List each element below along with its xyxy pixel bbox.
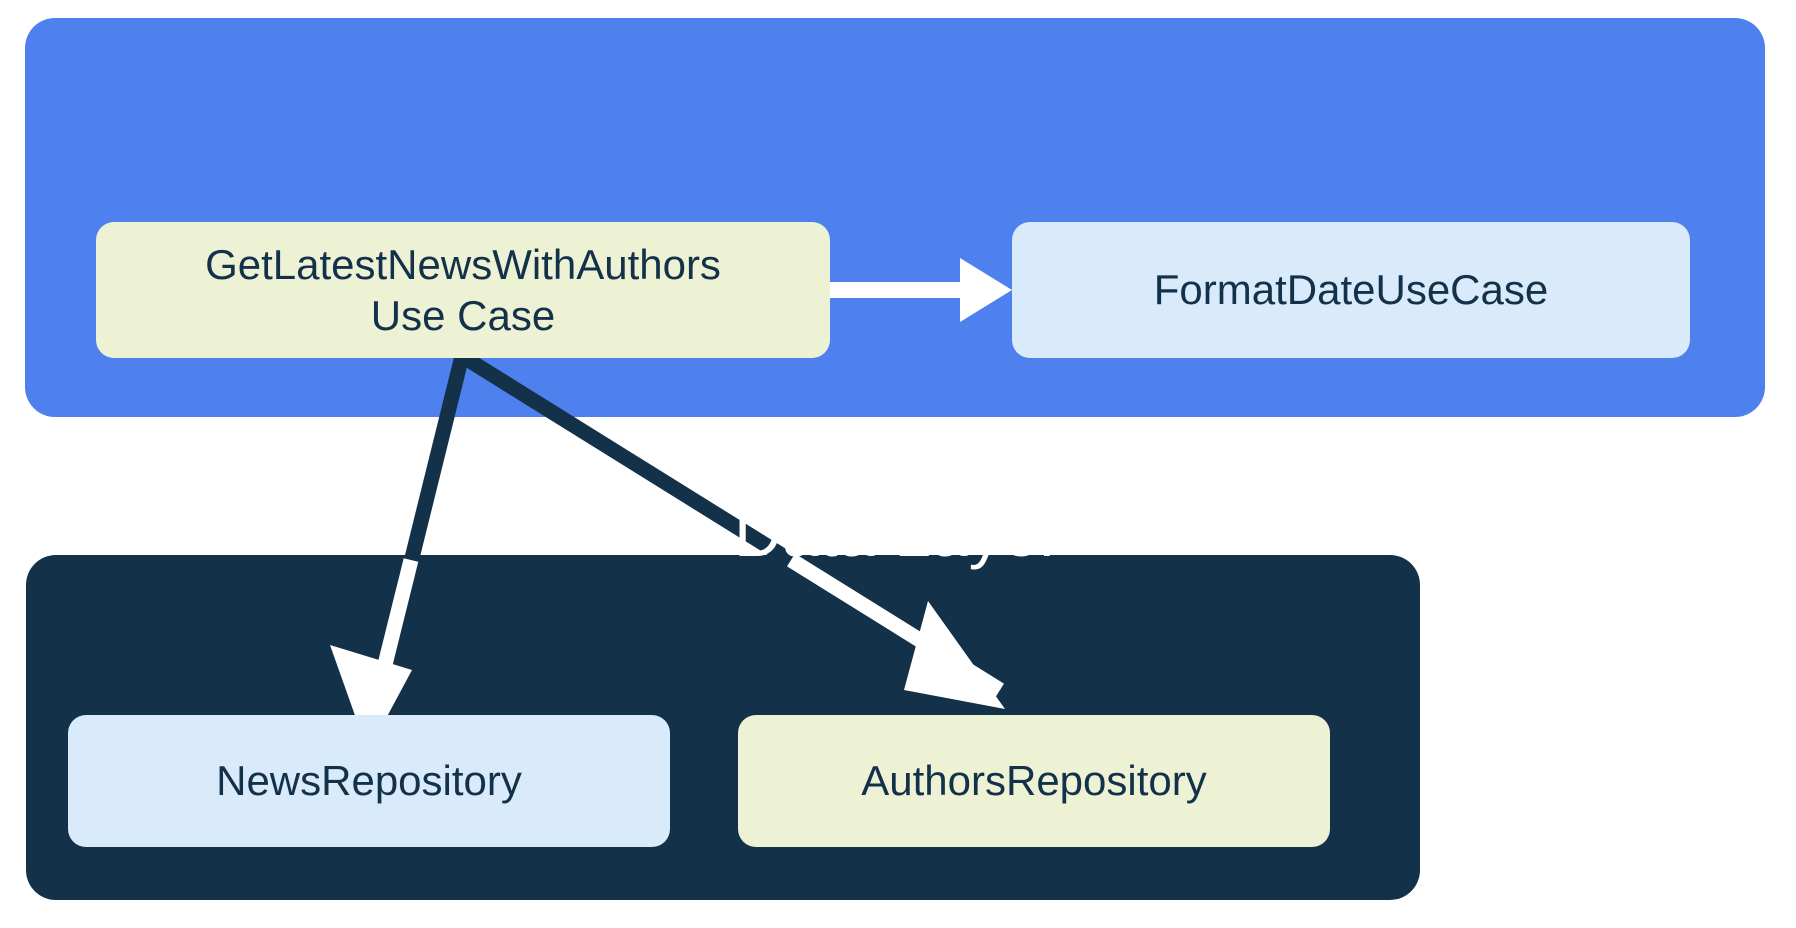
node-label: AuthorsRepository xyxy=(861,757,1207,805)
node-label-line-2: Use Case xyxy=(370,292,556,339)
node-format-date-use-case[interactable]: FormatDateUseCase xyxy=(1012,222,1690,358)
node-label-line-1: GetLatestNewsWithAuthors xyxy=(205,240,721,288)
data-layer-title: Data Layer xyxy=(734,496,1062,570)
node-label: FormatDateUseCase xyxy=(1153,266,1549,314)
node-get-latest-news-with-authors-use-case[interactable]: GetLatestNewsWithAuthors Use Case xyxy=(96,222,830,358)
node-label: NewsRepository xyxy=(216,757,522,805)
node-label-multiline: GetLatestNewsWithAuthors Use Case xyxy=(205,239,721,341)
node-authors-repository[interactable]: AuthorsRepository xyxy=(738,715,1330,847)
node-news-repository[interactable]: NewsRepository xyxy=(68,715,670,847)
